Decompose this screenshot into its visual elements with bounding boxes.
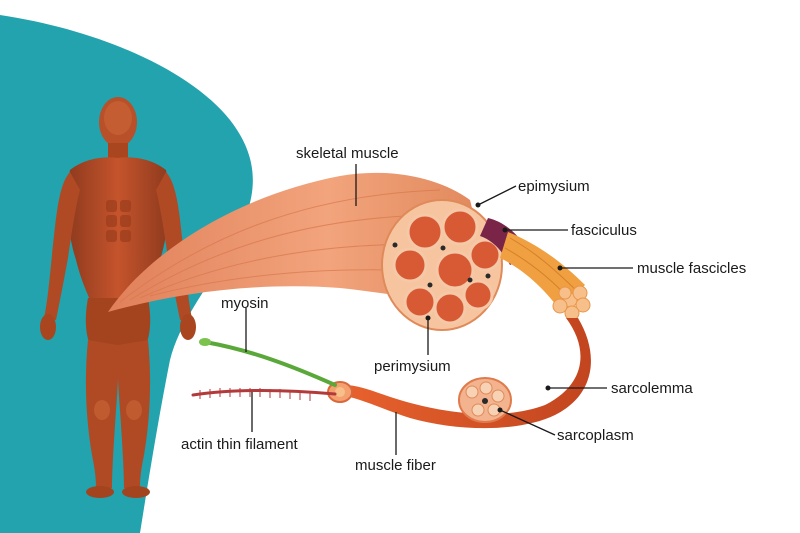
- label-muscle-fiber: muscle fiber: [355, 457, 436, 474]
- label-actin-thin-filament: actin thin filament: [181, 436, 298, 453]
- label-sarcoplasm: sarcoplasm: [557, 427, 634, 444]
- label-muscle-fascicles: muscle fascicles: [637, 260, 747, 277]
- label-fasciculus: fasciculus: [571, 222, 637, 239]
- leader-lines: [245, 164, 633, 455]
- label-sarcolemma: sarcolemma: [611, 380, 693, 397]
- label-myosin: myosin: [221, 295, 269, 312]
- human-figure: [40, 97, 196, 498]
- leader-epimysium: [477, 185, 517, 206]
- label-perimysium: perimysium: [374, 358, 451, 375]
- leader-sarcoplasm: [499, 409, 556, 436]
- myosin-filament: [203, 340, 337, 387]
- fascicle-bundles: [392, 208, 502, 325]
- label-epimysium: epimysium: [518, 178, 590, 195]
- label-skeletal-muscle: skeletal muscle: [296, 145, 399, 162]
- actin-filament: [191, 388, 337, 397]
- fascicle-end: [552, 285, 591, 321]
